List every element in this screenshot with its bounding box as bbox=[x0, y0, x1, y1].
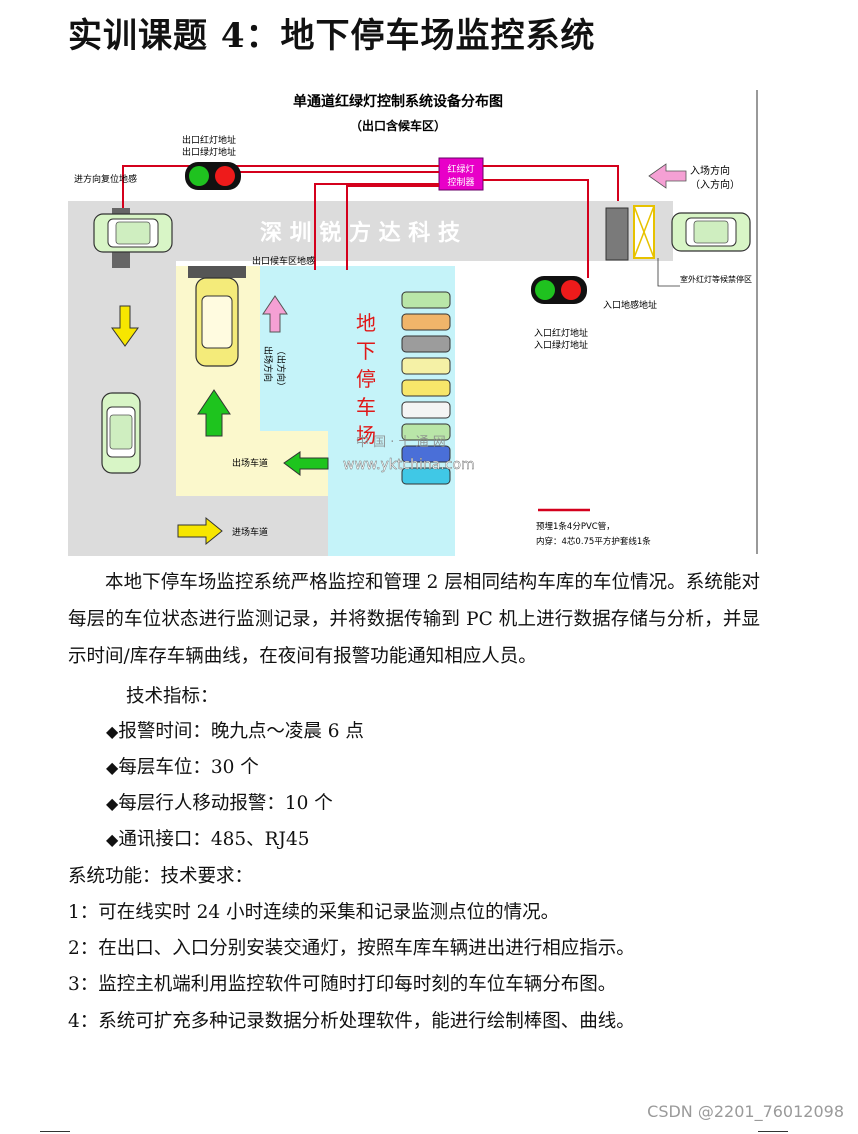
page-corner-mark-right bbox=[758, 1131, 788, 1132]
entry-light-label-1: 入口红灯地址 bbox=[534, 327, 588, 339]
diagram-title: 单通道红绿灯控制系统设备分布图 bbox=[293, 93, 503, 110]
function-item-4: 4：系统可扩充多种记录数据分析处理软件，能进行绘制棒图、曲线。 bbox=[68, 1011, 635, 1032]
svg-text:车: 车 bbox=[356, 395, 376, 419]
diamond-bullet-icon: ◆ bbox=[106, 830, 119, 849]
watermark-cn: 中 国 · 十 通 网 bbox=[356, 435, 446, 450]
diamond-bullet-icon: ◆ bbox=[106, 758, 119, 777]
entry-direction-arrow bbox=[648, 163, 687, 189]
exit-green-light bbox=[189, 166, 209, 186]
legend-line-1: 预埋1条4分PVC管， bbox=[536, 521, 615, 532]
exit-waiting-label: 出口候车区地感 bbox=[252, 255, 315, 267]
exit-direction-label-2: （出方向） bbox=[275, 346, 287, 391]
light-controller-box bbox=[438, 157, 484, 191]
reset-sensor bbox=[112, 208, 130, 218]
entry-sensor-label: 入口地感地址 bbox=[603, 299, 657, 311]
page-corner-mark-left bbox=[40, 1131, 70, 1132]
entry-lane-label: 进场车道 bbox=[232, 526, 268, 538]
entry-sensor bbox=[605, 207, 629, 261]
car-on-road-left bbox=[93, 213, 173, 253]
parked-cars bbox=[401, 291, 451, 485]
entry-green-light bbox=[535, 280, 555, 300]
exit-red-light bbox=[215, 166, 235, 186]
spec-item: ◆每层车位：30 个 bbox=[106, 757, 259, 778]
exit-light-label-1: 出口红灯地址 bbox=[182, 134, 236, 146]
legend-line-2: 内穿：4芯0.75平方护套线1条 bbox=[536, 536, 651, 547]
svg-text:下: 下 bbox=[356, 339, 376, 363]
csdn-watermark: CSDN @2201_76012098 bbox=[647, 1102, 844, 1121]
diamond-bullet-icon: ◆ bbox=[106, 722, 119, 741]
car-entering bbox=[671, 212, 751, 252]
diagram-subtitle: （出口含候车区） bbox=[350, 118, 446, 133]
intro-paragraph: 本地下停车场监控系统严格监控和管理 2 层相同结构车库的车位情况。系统能对每层的… bbox=[68, 572, 760, 667]
function-item-1: 1：可在线实时 24 小时连续的采集和记录监测点位的情况。 bbox=[68, 902, 560, 923]
entry-lane-right-arrow bbox=[177, 516, 223, 546]
diagram-canvas: 单通道红绿灯控制系统设备分布图 （出口含候车区） 深 圳 锐 方 达 科 技 红… bbox=[68, 90, 758, 556]
wiring bbox=[122, 165, 619, 278]
svg-text:地: 地 bbox=[356, 311, 376, 335]
garage-vertical-label: 地 下 停 车 场 bbox=[356, 311, 376, 447]
spec-item: ◆每层行人移动报警：10 个 bbox=[106, 793, 333, 814]
exit-lane-label: 出场车道 bbox=[232, 457, 268, 469]
spec-heading: 技术指标： bbox=[126, 686, 219, 707]
exit-direction-label-1: 出场方向 bbox=[262, 346, 274, 382]
outdoor-zone-label: 室外红灯等候禁停区 bbox=[680, 274, 752, 284]
spec-item: ◆通讯接口：485、RJ45 bbox=[106, 829, 310, 850]
exit-light-label-2: 出口绿灯地址 bbox=[182, 146, 236, 158]
car-on-left-road bbox=[101, 392, 141, 474]
svg-text:停: 停 bbox=[356, 367, 376, 391]
yellow-down-arrow bbox=[111, 305, 139, 347]
entry-direction-label-1: 入场方向 bbox=[690, 164, 730, 177]
svg-text:场: 场 bbox=[356, 423, 376, 447]
diamond-bullet-icon: ◆ bbox=[106, 794, 119, 813]
entry-light-label-2: 入口绿灯地址 bbox=[534, 339, 588, 351]
controller-label-1: 红绿灯 bbox=[447, 163, 474, 175]
controller-label-2: 控制器 bbox=[447, 176, 474, 188]
reset-sensor-label: 进方向复位地感 bbox=[74, 173, 137, 185]
entry-direction-label-2: （入方向） bbox=[690, 178, 740, 191]
road-banner-text: 深 圳 锐 方 达 科 技 bbox=[260, 220, 461, 246]
page-title: 实训课题 4：地下停车场监控系统 bbox=[68, 16, 596, 56]
entry-red-light bbox=[561, 280, 581, 300]
exit-lane-left-arrow bbox=[283, 451, 329, 476]
exit-waiting-sensor bbox=[188, 266, 246, 278]
car-in-exit-lane bbox=[195, 277, 239, 367]
exit-lane-up-arrow bbox=[197, 389, 231, 437]
function-heading: 系统功能：技术要求： bbox=[68, 866, 254, 887]
function-item-2: 2：在出口、入口分别安装交通灯，按照车库车辆进出进行相应指示。 bbox=[68, 938, 635, 959]
watermark-url: www.yktchina.com bbox=[343, 457, 475, 473]
garage-exit-arrow bbox=[262, 295, 288, 333]
function-item-3: 3：监控主机端利用监控软件可随时打印每时刻的车位车辆分布图。 bbox=[68, 974, 617, 995]
spec-item: ◆报警时间：晚九点～凌晨 6 点 bbox=[106, 721, 364, 742]
parking-layout-diagram: 单通道红绿灯控制系统设备分布图 （出口含候车区） 深 圳 锐 方 达 科 技 红… bbox=[68, 88, 758, 556]
